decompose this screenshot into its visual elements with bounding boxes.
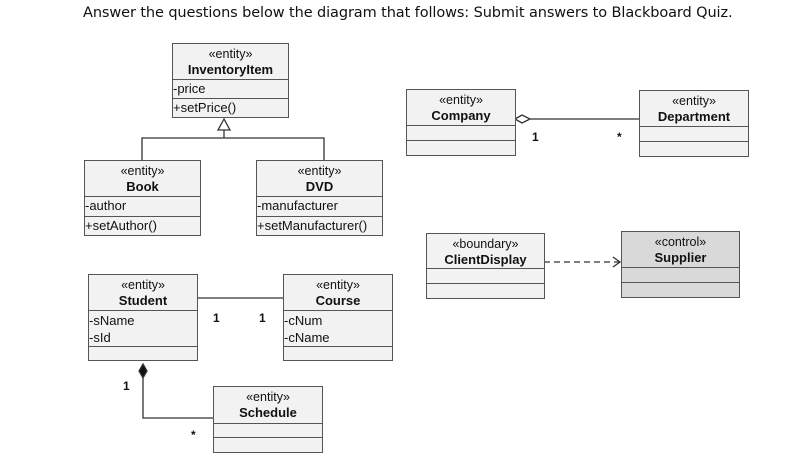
composition-line xyxy=(142,378,213,419)
attribute: -author xyxy=(85,197,200,217)
class-name: Department xyxy=(657,109,731,124)
inheritance-triangle-icon xyxy=(216,117,232,131)
class-book: «entity»Book -author +setAuthor() xyxy=(84,160,201,236)
class-name: Company xyxy=(431,108,491,123)
class-dvd: «entity»DVD -manufacturer +setManufactur… xyxy=(256,160,383,236)
multiplicity-company: 1 xyxy=(532,130,539,144)
operations-section xyxy=(427,284,544,298)
stereotype: «entity» xyxy=(672,94,716,108)
stereotype: «entity» xyxy=(121,278,165,292)
attribute: -cNum xyxy=(284,313,323,328)
operation: +setManufacturer() xyxy=(257,218,368,233)
attributes-section xyxy=(622,268,739,283)
attribute: -sId xyxy=(89,330,111,345)
operations-section xyxy=(284,347,392,360)
attribute: -manufacturer xyxy=(257,197,382,217)
class-inventoryitem: «entity»InventoryItem -price +setPrice() xyxy=(172,43,289,118)
class-name: InventoryItem xyxy=(187,62,274,77)
attribute: -cName xyxy=(284,330,330,345)
class-name: ClientDisplay xyxy=(444,252,527,267)
operations-section xyxy=(407,141,515,155)
generalization-line xyxy=(141,137,325,160)
class-name: Book xyxy=(126,179,159,194)
multiplicity-student-schedule: 1 xyxy=(123,379,130,393)
class-schedule: «entity»Schedule xyxy=(213,386,323,453)
operations-section xyxy=(640,142,748,156)
operations-section xyxy=(214,438,322,452)
class-student: «entity»Student -sName -sId xyxy=(88,274,198,361)
attributes-section xyxy=(640,127,748,142)
multiplicity-student: 1 xyxy=(213,311,220,325)
class-name: DVD xyxy=(305,179,334,194)
class-name: Course xyxy=(315,293,361,308)
attributes-section: -sName -sId xyxy=(89,311,197,347)
attributes-section xyxy=(407,126,515,141)
multiplicity-schedule: * xyxy=(191,428,196,442)
stereotype: «entity» xyxy=(246,390,290,404)
operation: +setPrice() xyxy=(173,100,237,115)
dependency-arrow-icon xyxy=(612,256,622,268)
stereotype: «boundary» xyxy=(452,237,519,251)
stereotype: «entity» xyxy=(316,278,360,292)
attributes-section: -cNum -cName xyxy=(284,311,392,347)
stereotype: «entity» xyxy=(120,164,165,178)
class-clientdisplay: «boundary»ClientDisplay xyxy=(426,233,545,299)
class-name: Schedule xyxy=(239,405,297,420)
class-course: «entity»Course -cNum -cName xyxy=(283,274,393,361)
class-name: Supplier xyxy=(654,250,707,265)
stereotype: «control» xyxy=(654,235,707,249)
class-company: «entity»Company xyxy=(406,89,516,156)
composition-diamond-icon xyxy=(138,362,148,380)
class-department: «entity»Department xyxy=(639,90,749,157)
stereotype: «entity» xyxy=(439,93,483,107)
stereotype: «entity» xyxy=(208,47,253,61)
instruction-text: Answer the questions below the diagram t… xyxy=(83,5,733,21)
operations-section xyxy=(622,283,739,297)
attribute: -price xyxy=(173,80,288,99)
attribute: -sName xyxy=(89,313,135,328)
class-name: Student xyxy=(118,293,168,308)
multiplicity-course: 1 xyxy=(259,311,266,325)
multiplicity-department: * xyxy=(617,130,622,144)
class-supplier: «control»Supplier xyxy=(621,231,740,298)
attributes-section xyxy=(214,424,322,438)
stereotype: «entity» xyxy=(297,164,342,178)
operations-section xyxy=(89,347,197,360)
attributes-section xyxy=(427,269,544,284)
operation: +setAuthor() xyxy=(85,218,157,233)
aggregation-diamond-icon xyxy=(513,114,532,124)
